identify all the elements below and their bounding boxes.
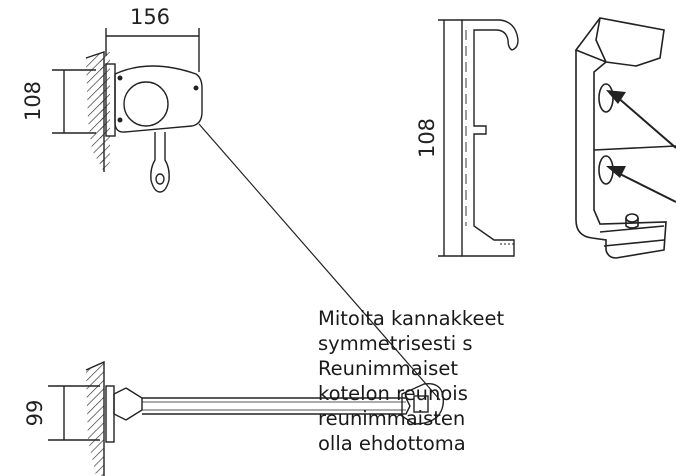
description-line-2: symmetrisesti s [318, 332, 473, 355]
bracket-top-lip [574, 17, 665, 67]
dim-99-label: 99 [23, 400, 47, 427]
bracket-body [575, 50, 667, 259]
bracket-iso-view [574, 17, 676, 259]
bottom-extended-view [48, 360, 445, 476]
description-line-5: reunimmaisten [318, 407, 466, 430]
description-line-6: olla ehdottoma [318, 432, 466, 455]
bracket-slot-upper [598, 83, 614, 113]
top-wall-hatch-area [86, 52, 104, 172]
extension-line [198, 123, 441, 401]
arrow-lower [615, 171, 676, 203]
bottom-wall-plate [105, 385, 115, 443]
arm-end-cap [401, 382, 445, 425]
description-line-3: Reunimmaiset [318, 357, 458, 380]
description-line-4: kotelon reunois [318, 382, 468, 405]
dim-108-left-label: 108 [21, 81, 45, 121]
profile-view [438, 19, 519, 257]
profile-outline [461, 19, 519, 257]
hanging-arm [150, 132, 170, 193]
extended-arm [142, 397, 411, 415]
cassette-housing [114, 65, 203, 133]
dim-156-label: 156 [130, 5, 170, 29]
installation-description: Mitoita kannakkeet symmetrisesti s Reuni… [318, 306, 676, 456]
top-wall-mount-view [52, 28, 441, 401]
cassette-roller [123, 81, 169, 127]
bottom-wall-hatch [86, 362, 104, 476]
arrow-upper [615, 95, 676, 149]
arm-joint [113, 387, 143, 421]
description-line-1: Mitoita kannakkeet [318, 307, 505, 330]
dim-108-profile-label: 108 [415, 118, 439, 158]
